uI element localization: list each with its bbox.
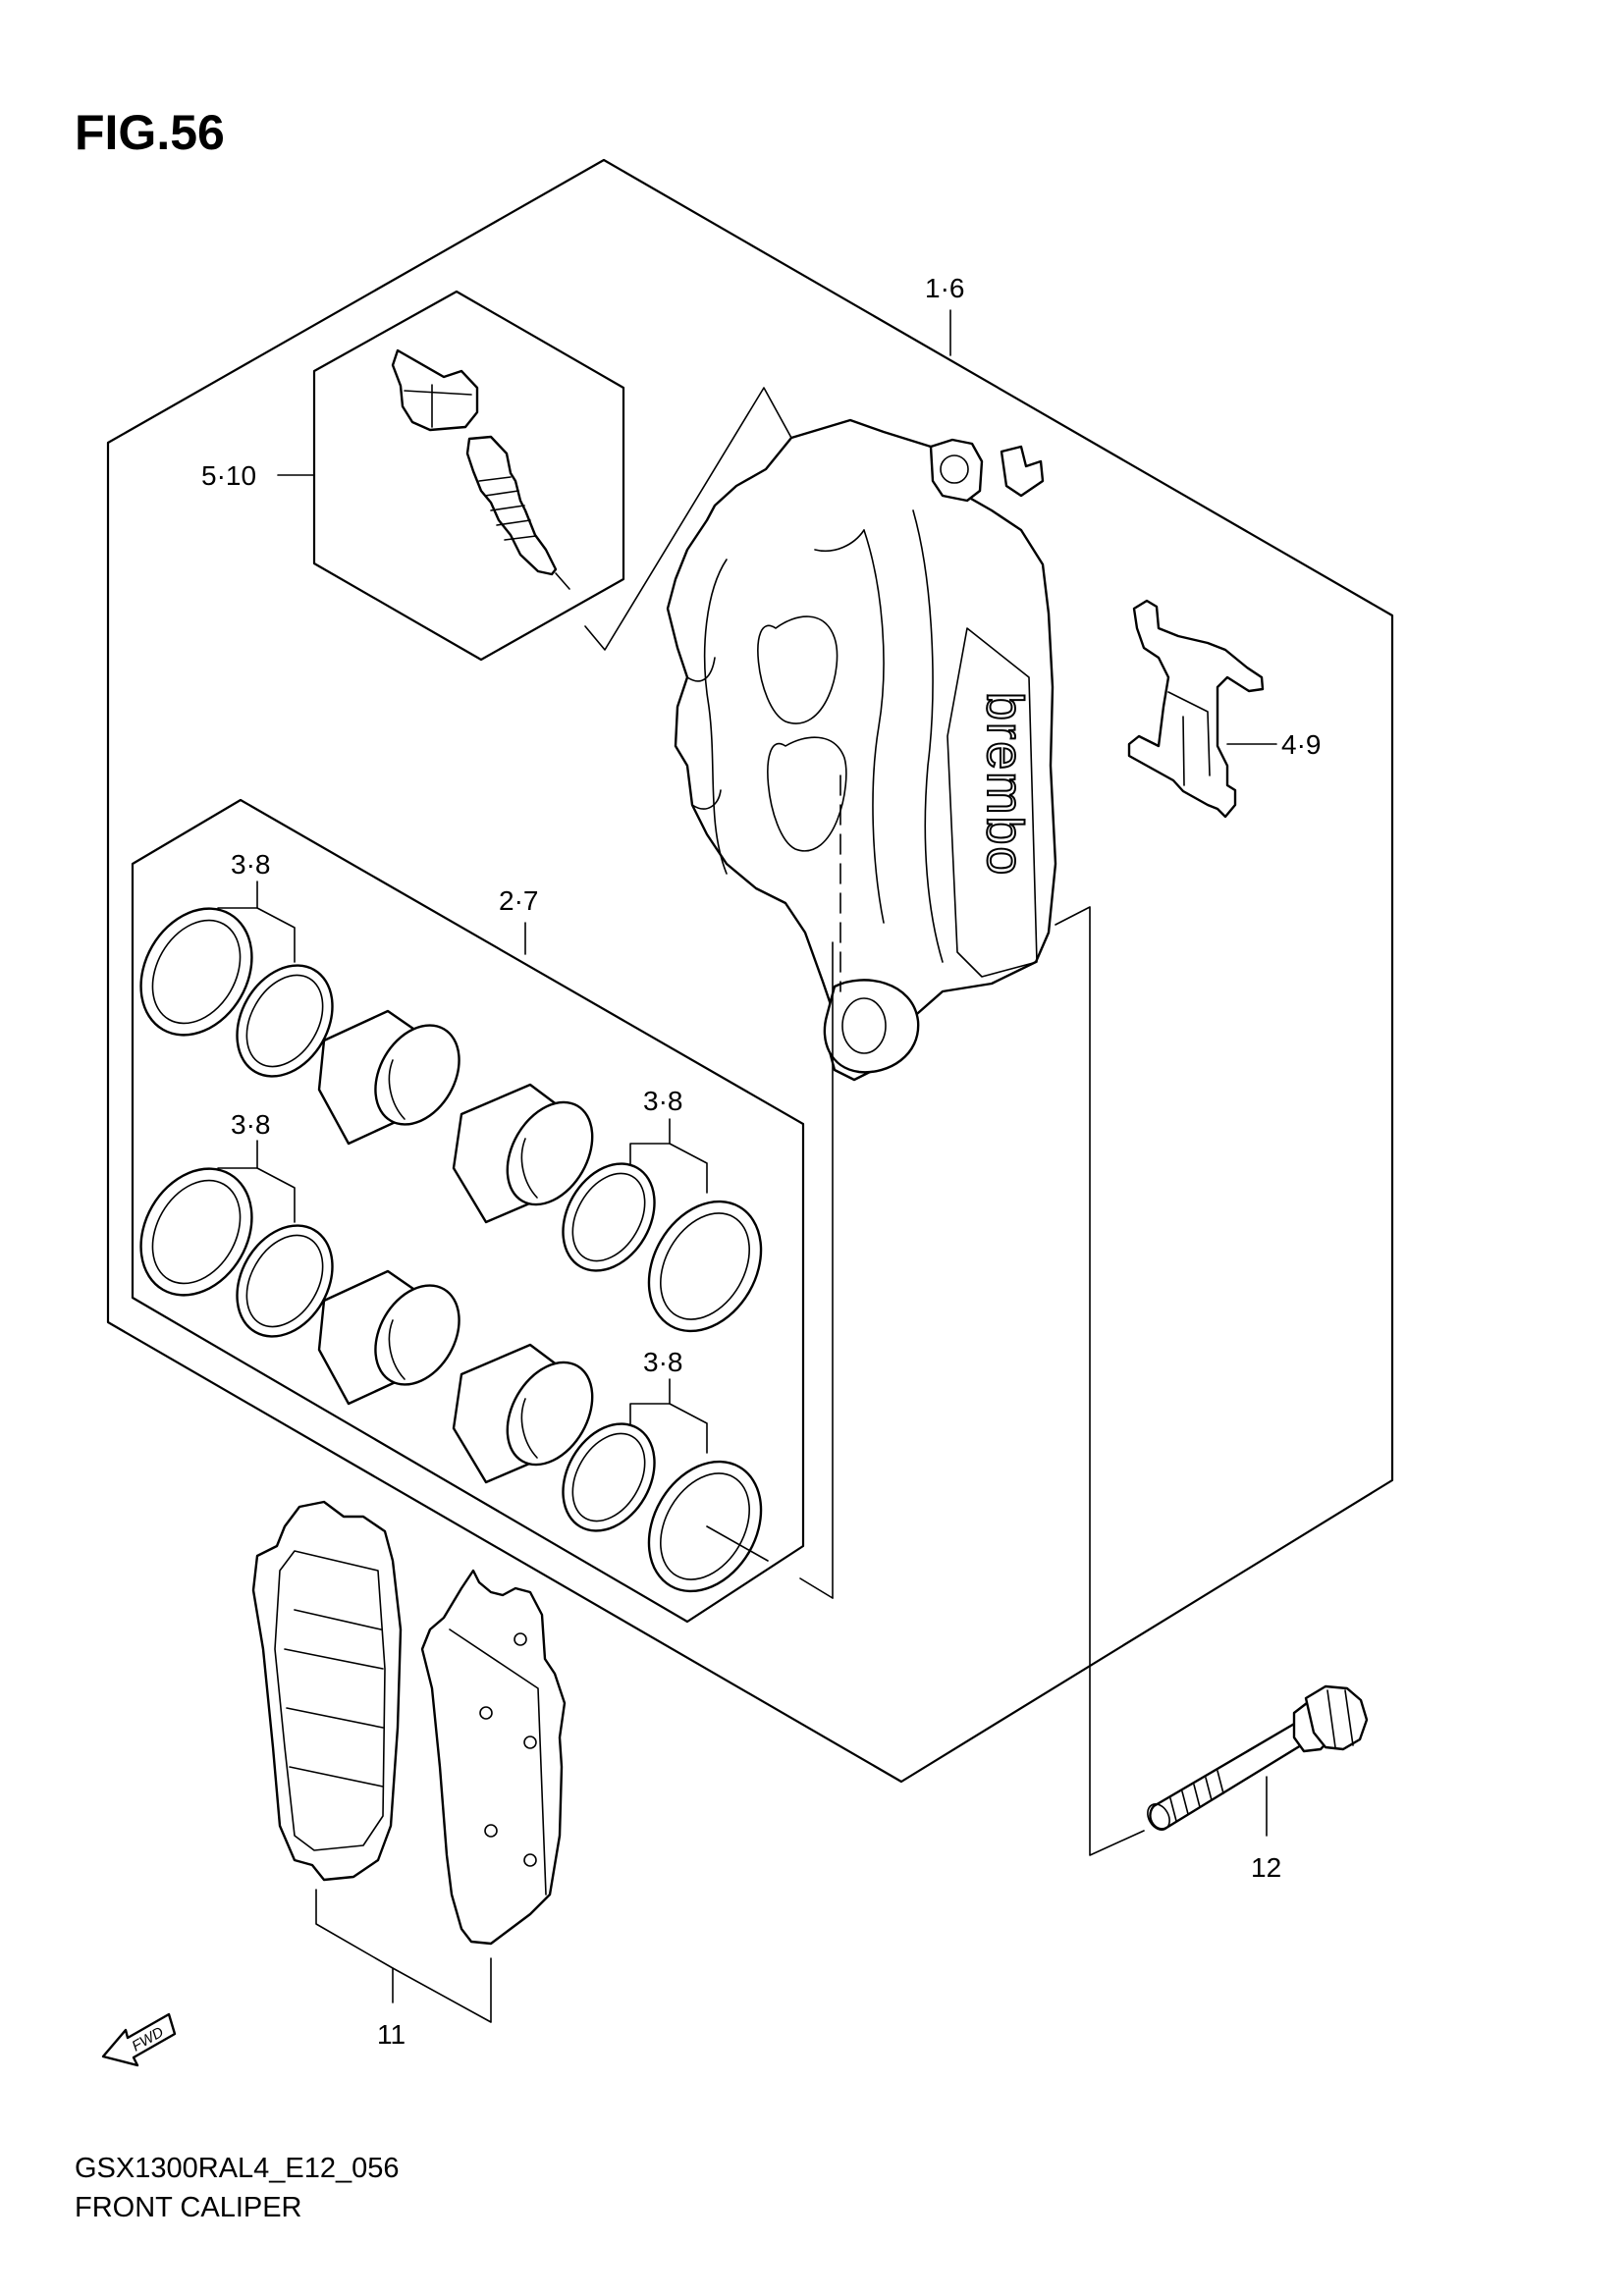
callout-piston-set: 2·7 bbox=[499, 885, 538, 916]
forward-direction-arrow: FWD bbox=[101, 2012, 177, 2067]
figure-caption: FRONT CALIPER bbox=[75, 2192, 302, 2223]
piston-seal-lower-left-inner bbox=[236, 1224, 334, 1338]
model-code: GSX1300RAL4_E12_056 bbox=[75, 2153, 400, 2184]
callout-seal-upper-right: 3·8 bbox=[643, 1086, 682, 1116]
caliper-assembly-outline bbox=[106, 158, 1394, 1784]
callout-pad-spring: 4·9 bbox=[1281, 729, 1321, 760]
piston-lower-right bbox=[452, 1343, 594, 1484]
piston-seal-upper-right-inner bbox=[562, 1162, 656, 1272]
callout-seal-upper-left: 3·8 bbox=[231, 849, 270, 880]
brake-pad-left bbox=[251, 1500, 403, 1882]
bleeder-cap bbox=[391, 348, 479, 432]
piston-seal-upper-left-outer bbox=[139, 907, 253, 1037]
piston-seal-lower-right-inner bbox=[562, 1422, 656, 1532]
bleeder-screw bbox=[465, 435, 570, 590]
callout-bleeder-kit: 5·10 bbox=[201, 460, 256, 491]
piston-lower-left bbox=[317, 1269, 460, 1406]
callout-seal-lower-right: 3·8 bbox=[643, 1347, 682, 1377]
caliper-brand-logo: brembo bbox=[976, 692, 1033, 877]
brake-pad-right bbox=[420, 1569, 567, 1946]
leader-bolt-line bbox=[1055, 906, 1145, 1856]
callout-seal-lower-left: 3·8 bbox=[231, 1109, 270, 1140]
callout-mounting-bolt: 12 bbox=[1251, 1852, 1281, 1883]
callout-pad-set: 11 bbox=[377, 2019, 406, 2050]
pad-spring bbox=[1127, 599, 1265, 819]
leader-bleeder-to-caliper bbox=[584, 387, 792, 651]
piston-seal-upper-right-outer bbox=[647, 1200, 763, 1333]
leader-caliper-bottom bbox=[799, 1577, 834, 1599]
piston-set-outline bbox=[131, 798, 805, 1624]
piston-upper-right bbox=[452, 1083, 594, 1224]
caliper-mounting-bolt bbox=[1147, 1684, 1369, 1831]
piston-seal-upper-left-inner bbox=[236, 964, 334, 1078]
figure-title: FIG.56 bbox=[75, 105, 225, 160]
callout-caliper-assy: 1·6 bbox=[925, 273, 964, 303]
bleeder-kit-outline bbox=[312, 290, 625, 662]
piston-upper-left bbox=[317, 1009, 460, 1146]
piston-seal-lower-left-outer bbox=[139, 1167, 253, 1297]
piston-seal-lower-right-outer bbox=[647, 1460, 769, 1593]
brake-caliper: brembo bbox=[666, 418, 1057, 1082]
